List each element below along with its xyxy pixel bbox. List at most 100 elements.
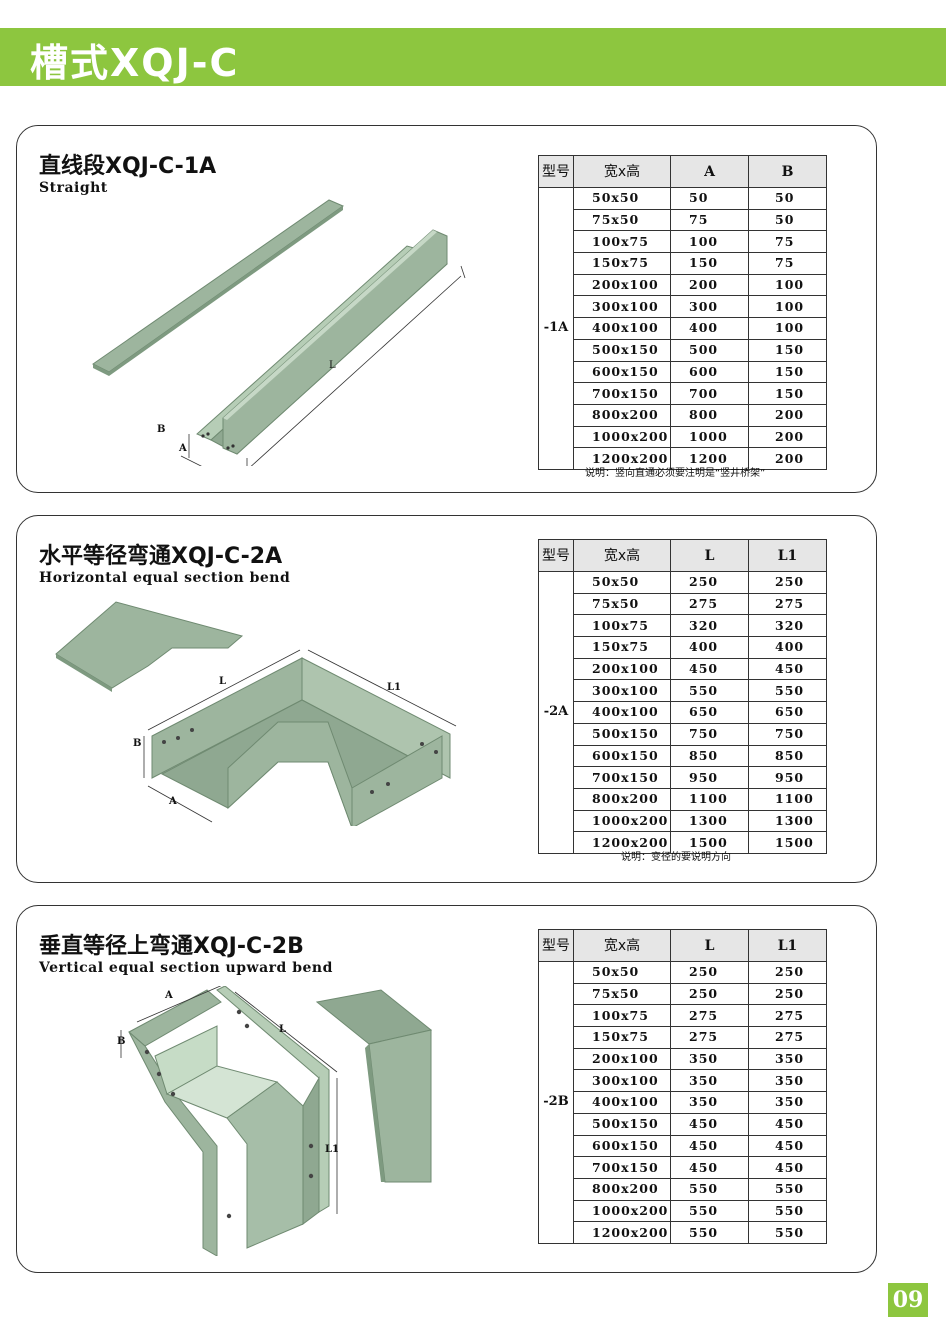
horizontal-bend-illustration: [55, 601, 457, 826]
value-cell: 550: [670, 1199, 749, 1223]
value-cell: 1000: [670, 425, 749, 449]
value-cell: 275: [748, 592, 827, 616]
bolt-hole: [226, 1213, 232, 1219]
bend-inner-wall: [227, 721, 353, 826]
bolt-hole: [370, 790, 374, 794]
value-cell: 550: [748, 679, 827, 703]
cover-plate-edge: [93, 364, 109, 376]
dim-label-b: B: [133, 738, 142, 749]
value-cell: 100: [748, 295, 827, 319]
size-cell: 200x100: [573, 1047, 671, 1071]
size-cell: 200x100: [573, 273, 671, 297]
size-cell: 500x150: [573, 1112, 671, 1136]
value-cell: 320: [670, 614, 749, 638]
page-title: 槽式XQJ-C: [30, 41, 240, 85]
value-cell: 550: [670, 1221, 749, 1244]
size-cell: 75x50: [573, 208, 671, 232]
size-cell: 300x100: [573, 295, 671, 319]
dim-label-l1: L1: [387, 682, 401, 693]
section-title: 直线段XQJ-C-1A: [39, 154, 217, 179]
value-cell: 200: [748, 447, 827, 470]
bolt-hole: [144, 1049, 150, 1055]
size-cell: 100x75: [573, 1004, 671, 1028]
size-cell: 400x100: [573, 701, 671, 724]
dim-label-l: L: [219, 676, 227, 687]
value-cell: 750: [748, 722, 827, 746]
value-cell: 950: [670, 766, 749, 789]
value-cell: 350: [670, 1069, 749, 1093]
value-cell: 75: [670, 208, 749, 232]
section-straight: 直线段XQJ-C-1A Straight B A L 型号 宽x高 A B: [16, 125, 877, 493]
value-cell: 100: [748, 317, 827, 340]
dim-label-b: B: [117, 1036, 126, 1047]
value-cell: 450: [670, 1156, 749, 1179]
bolt-hole: [420, 742, 424, 746]
value-cell: 450: [748, 1112, 827, 1136]
value-cell: 350: [748, 1091, 827, 1114]
value-cell: 320: [748, 614, 827, 638]
value-cell: 450: [748, 657, 827, 681]
header-model: 型号: [538, 929, 574, 962]
model-cell: -1A: [538, 187, 574, 470]
bolt-hole: [386, 782, 390, 786]
dim-label-a: A: [169, 796, 177, 807]
size-cell: 500x150: [573, 338, 671, 362]
header-l: L: [670, 539, 749, 572]
bolt-hole: [236, 1009, 242, 1015]
dim-line-a: [180, 455, 202, 466]
value-cell: 450: [748, 1156, 827, 1179]
size-cell: 300x100: [573, 1069, 671, 1093]
size-cell: 50x50: [573, 187, 671, 210]
value-cell: 400: [670, 317, 749, 340]
value-cell: 800: [670, 403, 749, 427]
value-cell: 1300: [670, 809, 749, 833]
bend-cover-side: [365, 1044, 385, 1182]
value-cell: 275: [748, 1004, 827, 1028]
size-cell: 700x150: [573, 766, 671, 789]
header-model: 型号: [538, 155, 574, 188]
size-cell: 600x150: [573, 744, 671, 768]
header-b: B: [748, 155, 827, 188]
header-a: A: [670, 155, 749, 188]
header-l1: L1: [748, 929, 827, 962]
bolt-hole: [162, 740, 166, 744]
model-cell: -2B: [538, 961, 574, 1244]
value-cell: 1100: [748, 787, 827, 811]
value-cell: 250: [670, 571, 749, 594]
header-l1: L1: [748, 539, 827, 572]
size-cell: 300x100: [573, 679, 671, 703]
dim-line-a: [136, 986, 222, 1023]
section-subtitle: Vertical equal section upward bend: [39, 960, 333, 976]
dim-line-l: [250, 275, 462, 466]
bolt-hole: [308, 1143, 314, 1149]
value-cell: 150: [748, 360, 827, 384]
value-cell: 550: [748, 1221, 827, 1244]
header-size: 宽x高: [573, 929, 671, 962]
section-horizontal-bend: 水平等径弯通XQJ-C-2A Horizontal equal section …: [16, 515, 877, 883]
value-cell: 750: [670, 722, 749, 746]
value-cell: 350: [748, 1047, 827, 1071]
size-cell: 400x100: [573, 317, 671, 340]
value-cell: 450: [670, 1112, 749, 1136]
